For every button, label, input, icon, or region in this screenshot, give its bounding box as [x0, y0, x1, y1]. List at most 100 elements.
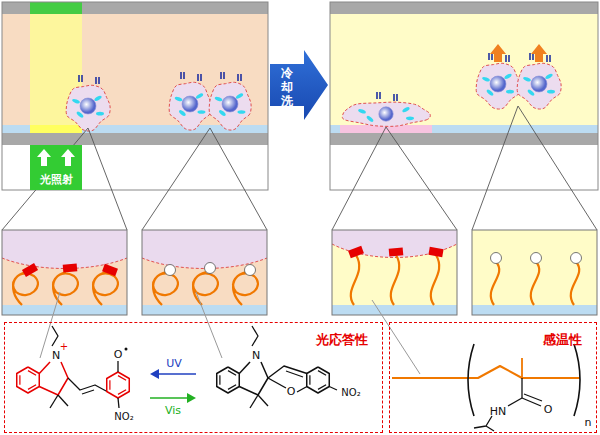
chemical-structures: [17, 326, 580, 431]
merocyanine-unit: [102, 264, 118, 276]
merocyanine-unit: [389, 247, 404, 256]
organelle: [402, 106, 411, 113]
organelle: [94, 95, 103, 102]
receptor: [393, 94, 395, 101]
inset-border: [332, 230, 457, 315]
polymer-substrate: [472, 305, 597, 315]
zoom-inset: [472, 230, 597, 315]
cell-membrane: [66, 85, 110, 131]
double-bond: [318, 371, 326, 376]
receptor: [220, 72, 222, 79]
polymer-chain-extended: [431, 255, 439, 305]
atom-label: HN: [490, 406, 507, 417]
receptor: [223, 72, 225, 79]
arrowhead: [150, 369, 159, 379]
cell: [169, 72, 211, 130]
double-bond: [118, 390, 126, 395]
atom-label: O: [287, 386, 296, 397]
double-bond: [318, 385, 326, 390]
cell-membrane: [517, 63, 561, 109]
pyran-ring: [297, 387, 307, 393]
receptor: [197, 74, 199, 81]
bracket: [574, 344, 580, 416]
atom-label: N: [252, 350, 260, 361]
bond-line: [39, 362, 68, 395]
double-bond: [28, 385, 36, 390]
organelle: [406, 117, 414, 121]
link-line: [372, 300, 420, 374]
process-arrow: [270, 50, 328, 120]
benzene-ring: [217, 367, 240, 393]
methyl: [258, 395, 268, 406]
glass-plate: [330, 2, 598, 14]
glass-plate: [2, 2, 268, 14]
double-bond: [228, 371, 236, 376]
receptor: [488, 53, 490, 60]
isopropyl: [474, 416, 492, 428]
spiropyran-unit: [531, 253, 542, 264]
spiropyran-unit: [165, 265, 176, 276]
organelle: [76, 111, 84, 119]
organelle: [237, 110, 245, 114]
merocyanine-unit: [22, 263, 38, 277]
cell-membrane: [332, 244, 457, 258]
receptor: [78, 75, 80, 82]
isopropyl: [486, 426, 494, 431]
organelle: [547, 90, 555, 94]
receptor: [81, 75, 83, 82]
charge-label: +: [60, 342, 68, 352]
receptor: [549, 55, 551, 62]
organelle: [195, 92, 204, 99]
glass-plate: [330, 133, 598, 145]
merocyanine-unit: [63, 263, 78, 272]
polymer-chain-coiled: [93, 272, 118, 305]
receptor: [98, 77, 100, 84]
link-line: [40, 292, 60, 358]
arrowhead: [187, 393, 196, 403]
spiropyran-unit: [205, 263, 216, 274]
cell: [66, 75, 110, 131]
cell-membrane: [476, 63, 520, 109]
group-label: NO₂: [341, 388, 360, 398]
double-bond: [228, 385, 236, 390]
background: [2, 145, 268, 190]
methine-chain: [68, 378, 107, 392]
inset-border: [142, 230, 267, 315]
polymer-chain-extended: [571, 262, 579, 305]
amide: [508, 398, 522, 406]
uv-arrow: [156, 373, 196, 375]
polymer-substrate: [2, 305, 127, 315]
bond-line: [239, 362, 268, 395]
polymer-chain-coiled: [153, 272, 178, 305]
light-irradiation-box: 光照射: [30, 145, 82, 190]
medium: [142, 230, 267, 315]
medium: [2, 230, 127, 315]
bond-line: [239, 362, 250, 374]
polymer-backbone: [392, 366, 580, 378]
organelle: [174, 96, 183, 102]
organelle: [358, 108, 367, 114]
cell: [342, 92, 430, 126]
uv-label: UV: [166, 358, 182, 369]
medium: [332, 230, 457, 315]
methyl: [50, 395, 58, 408]
receptor: [237, 74, 239, 81]
atom-label: O: [114, 349, 123, 360]
carbonyl: [521, 378, 522, 398]
organelle: [214, 96, 223, 102]
organelle: [197, 110, 205, 114]
zoom-inset: [2, 230, 127, 315]
cell-region: [332, 230, 457, 258]
zoom-leader: [2, 128, 127, 230]
methyl: [250, 395, 258, 408]
nucleus: [379, 107, 393, 121]
bond-line: [117, 361, 118, 372]
double-bond: [524, 394, 542, 401]
polymer-chain-coiled: [53, 272, 78, 305]
organelle: [504, 73, 513, 80]
spiropyran-unit: [571, 253, 582, 264]
receptor: [183, 72, 185, 79]
benzene-ring: [107, 372, 130, 398]
